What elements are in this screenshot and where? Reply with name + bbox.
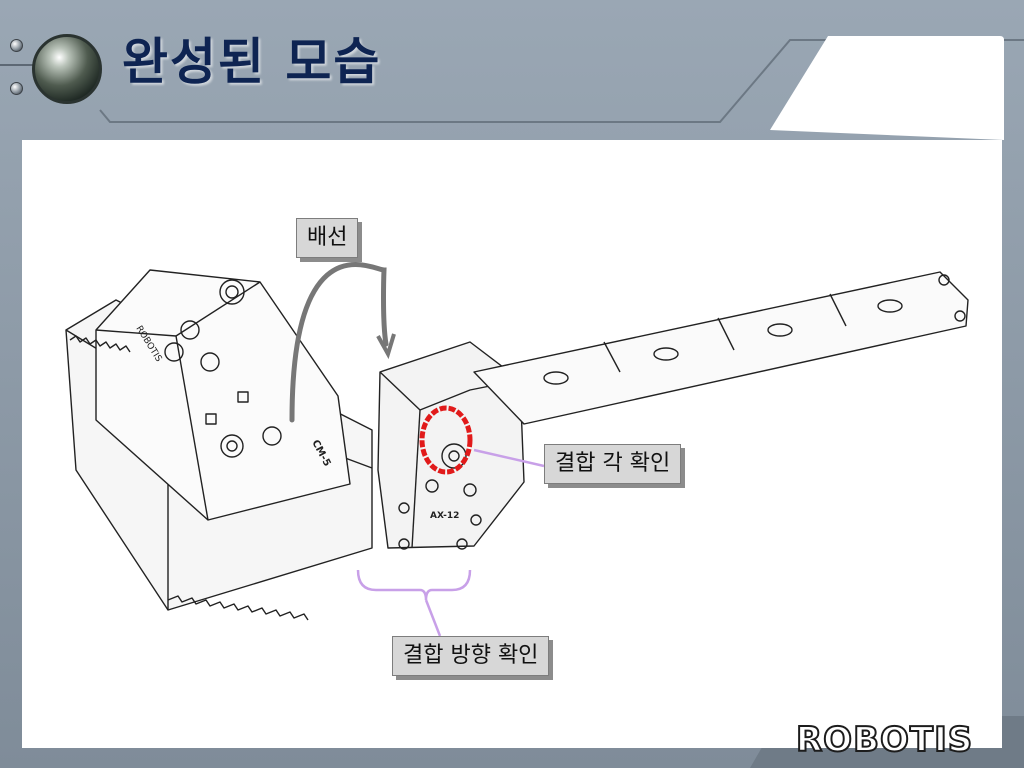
angle-callout-line [473, 448, 545, 468]
servo-model-text: AX-12 [430, 511, 459, 521]
label-angle-check: 결합 각 확인 [544, 444, 682, 484]
direction-callout-line [424, 599, 442, 637]
screw-dot-icon [10, 82, 23, 95]
brand-logo: ROBOTIS [795, 719, 974, 761]
label-wiring: 배선 [296, 218, 359, 258]
label-direction-check: 결합 방향 확인 [392, 636, 550, 676]
page-title: 완성된 모습 [122, 33, 382, 91]
wiring-cable [289, 261, 389, 423]
screw-dot-icon [10, 39, 23, 52]
controller-housing [95, 269, 351, 521]
bracket-arm [473, 271, 969, 425]
angle-highlight-circle [419, 405, 473, 475]
direction-bracket [356, 569, 472, 601]
orb-bullet-icon [32, 34, 102, 104]
